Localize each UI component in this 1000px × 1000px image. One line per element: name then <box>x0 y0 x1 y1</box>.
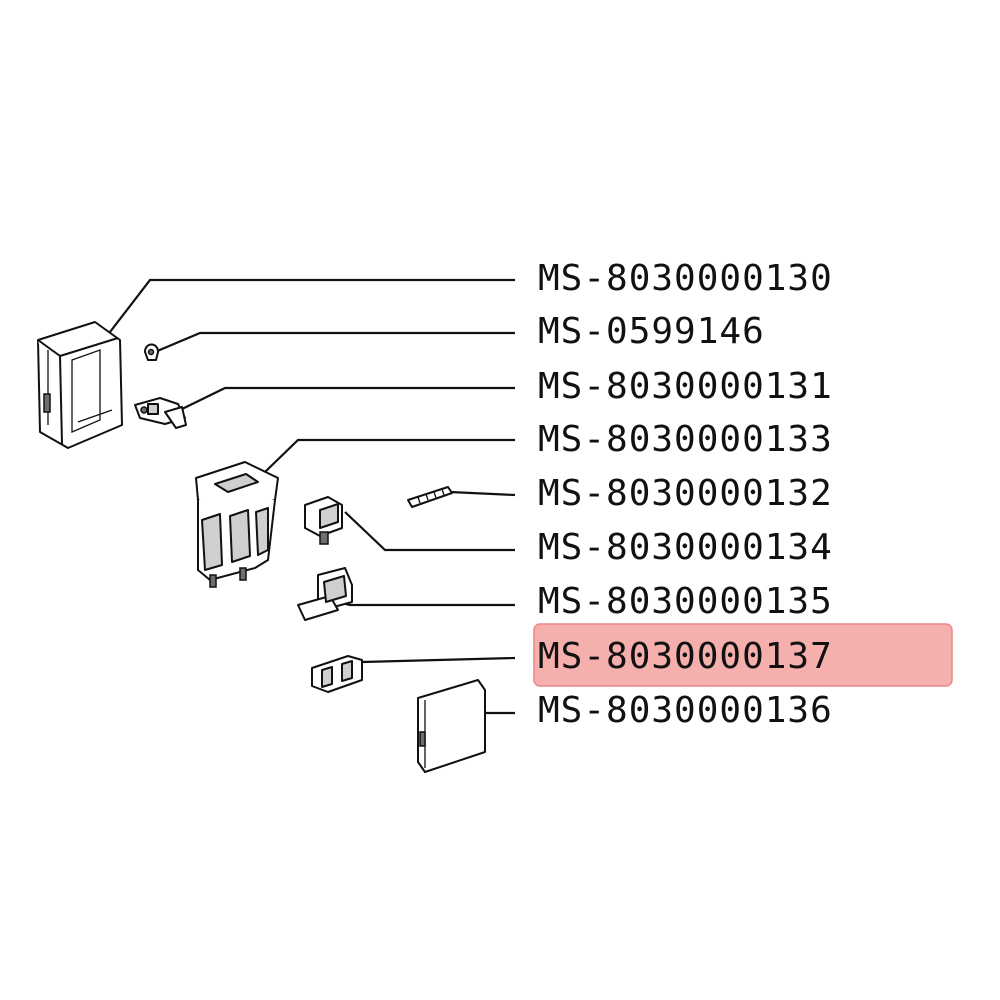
part-terminal-block <box>297 567 353 621</box>
part-number-label-highlighted[interactable]: MS-8030000137 <box>538 636 833 677</box>
leader-line-133 <box>264 438 515 473</box>
part-cover-plate <box>417 679 486 773</box>
part-clip <box>144 343 159 361</box>
part-number-label[interactable]: MS-8030000136 <box>538 690 833 731</box>
leader-line-0599146 <box>154 331 515 354</box>
leader-line-135 <box>337 600 515 607</box>
part-number-label[interactable]: MS-8030000131 <box>538 366 833 407</box>
leader-line-132 <box>449 490 516 497</box>
part-number-label[interactable]: MS-8030000135 <box>538 581 833 622</box>
part-number-label[interactable]: MS-8030000130 <box>538 258 833 299</box>
part-number-label[interactable]: MS-8030000132 <box>538 473 833 514</box>
part-number-labels: MS-8030000130 MS-0599146 MS-8030000131 M… <box>538 258 833 731</box>
part-pin <box>407 486 453 508</box>
part-number-label[interactable]: MS-8030000133 <box>538 419 833 460</box>
leader-line-130 <box>109 278 515 333</box>
leader-line-131 <box>179 386 515 411</box>
part-number-label[interactable]: MS-0599146 <box>538 311 765 352</box>
leader-line-134 <box>344 511 515 552</box>
leader-line-137 <box>361 656 516 664</box>
part-terminal-strip <box>311 655 363 693</box>
part-switch-assembly <box>195 461 279 588</box>
part-housing-box <box>37 321 123 449</box>
highlight-box <box>533 623 953 687</box>
part-bracket <box>134 397 187 429</box>
part-number-label[interactable]: MS-8030000134 <box>538 527 833 568</box>
leader-lines <box>109 278 516 715</box>
part-connector <box>304 496 343 545</box>
